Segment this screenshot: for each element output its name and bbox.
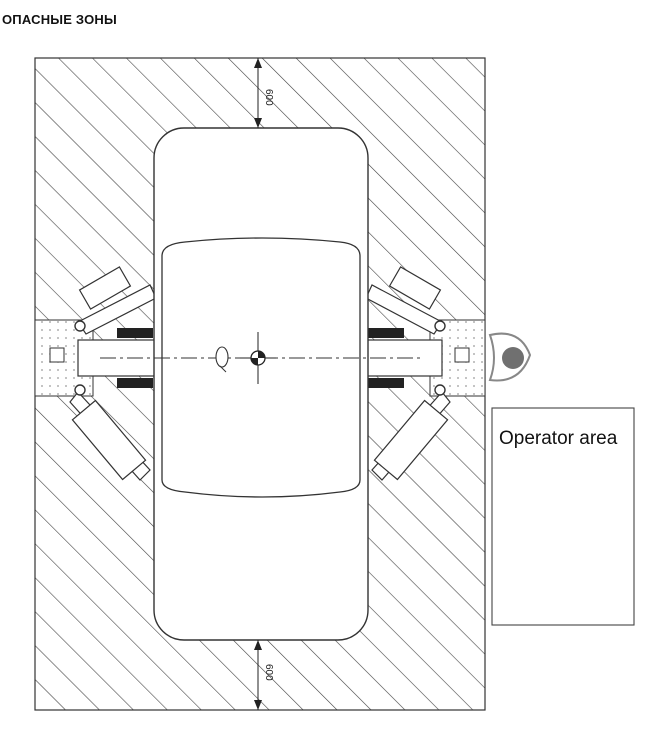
- center-of-gravity-icon: [240, 332, 276, 384]
- lift-arms: [69, 266, 451, 481]
- arm-pivots: [74, 320, 446, 396]
- dimension-bottom: 600: [254, 640, 274, 710]
- dimension-top-label: 600: [263, 89, 274, 106]
- operator-area-label: Operator area: [499, 428, 618, 449]
- operator-area-box: [491, 407, 635, 626]
- lift-pads: [117, 328, 404, 388]
- dimension-bottom-label: 600: [263, 664, 274, 681]
- operator-icon: [488, 332, 532, 382]
- dimension-top: 600: [254, 58, 274, 128]
- steering-symbol: [215, 346, 229, 368]
- vehicle-cabin: [161, 237, 361, 498]
- page-title: ОПАСНЫЕ ЗОНЫ: [2, 12, 117, 27]
